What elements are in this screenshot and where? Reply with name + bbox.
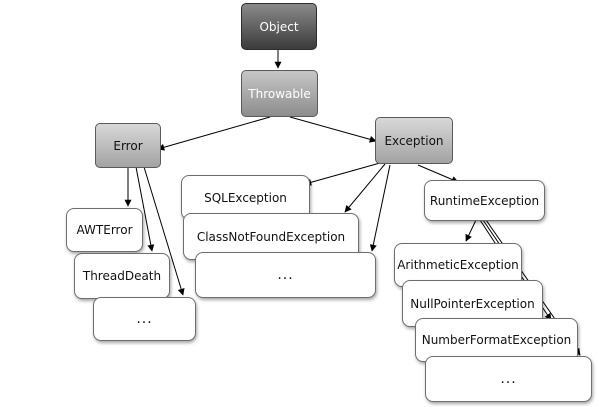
edge-exception-classnotfound [344, 163, 386, 213]
edge-runtime-arithmetic [465, 219, 477, 242]
edge-exception-more [369, 164, 391, 252]
edge-error-threaddeath [135, 166, 155, 252]
node-arithmeticexception: ArithmeticException [394, 243, 522, 287]
edge-throwable-exception [289, 116, 377, 143]
node-exception-more: ... [195, 252, 376, 298]
node-sqlexception: SQLException [181, 175, 310, 220]
edge-exception-runtime [417, 164, 459, 183]
edge-error-more [143, 166, 185, 296]
node-threaddeath: ThreadDeath [74, 253, 170, 299]
node-exception: Exception [375, 117, 453, 164]
node-runtimeexception: RuntimeException [424, 180, 545, 221]
node-object: Object [241, 3, 317, 50]
node-throwable: Throwable [241, 70, 318, 117]
edge-throwable-error [157, 116, 271, 151]
node-awterror: AWTError [66, 208, 143, 252]
edge-exception-sqlexception [304, 162, 381, 186]
node-error-more: ... [93, 297, 196, 341]
node-error: Error [95, 123, 161, 168]
node-numberformatexception: NumberFormatException [415, 318, 578, 362]
node-runtime-more: ... [425, 356, 592, 402]
